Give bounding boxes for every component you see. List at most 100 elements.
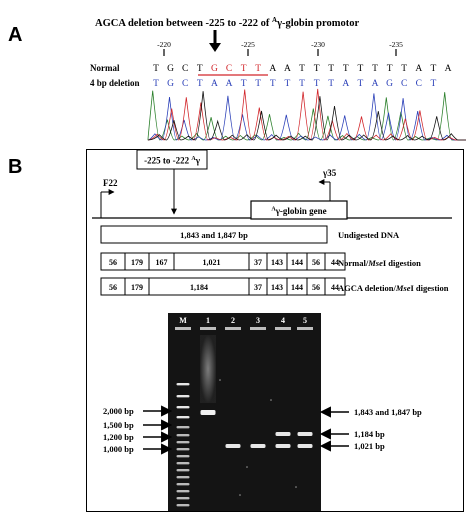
gel-band (176, 395, 190, 398)
gel-speck (219, 379, 221, 381)
lane-label: M (179, 316, 187, 325)
panel-b-frame (86, 149, 464, 512)
base-deletion: T (328, 79, 334, 89)
base-normal: C (182, 64, 188, 74)
gel-band (176, 434, 190, 437)
position-ticks: -220 -225 -230 -235 (157, 40, 403, 56)
base-deletion: A (211, 79, 218, 89)
gel-speck (246, 466, 248, 468)
panel-label-a: A (8, 24, 23, 46)
trace-line (147, 88, 466, 141)
gene-map: F22 γ35 Aγ-globin gene (92, 168, 452, 220)
left-marker-label: 1,000 bp (103, 444, 134, 454)
lane-label: 5 (303, 316, 307, 325)
base-normal: T (343, 64, 349, 74)
base-normal: A (269, 64, 276, 74)
base-normal: T (430, 64, 436, 74)
right-marker-label: 1,843 and 1,847 bp (354, 407, 422, 417)
gene-label: Aγ-globin gene (271, 206, 326, 216)
base-deletion: C (401, 79, 407, 89)
svg-text:-225 to -222 Aγ: -225 to -222 Aγ (144, 156, 201, 166)
gel-band (275, 432, 291, 436)
fragment-size: 144 (291, 258, 303, 267)
gel-background (168, 313, 321, 511)
right-marker-label: 1,021 bp (354, 441, 385, 451)
right-marker-label: 1,184 bp (354, 429, 385, 439)
gel-well (297, 327, 313, 330)
left-marker-label: 2,000 bp (103, 406, 134, 416)
gel-speck (270, 399, 272, 401)
undigested-size: 1,843 and 1,847 bp (180, 230, 248, 240)
left-size-markers: 2,000 bp 1,500 bp 1,200 bp 1,000 bp (103, 405, 173, 455)
fragment-size: 1,184 (190, 283, 208, 292)
base-deletion: T (299, 79, 305, 89)
mutation-site-box: -225 to -222 Aγ (136, 149, 208, 215)
base-normal: G (167, 64, 174, 74)
base-normal: T (314, 64, 320, 74)
gel-band (176, 406, 190, 409)
gel-band (176, 497, 190, 500)
base-normal: A (445, 64, 452, 74)
panel-a-title: AGCA deletion between -225 to -222 of Aγ… (95, 16, 359, 29)
primer-f22: F22 (103, 178, 118, 188)
base-deletion: T (284, 79, 290, 89)
fragment-size: 179 (131, 258, 143, 267)
primer-gamma35: γ35 (322, 168, 337, 178)
gel-band (176, 462, 190, 465)
gel-band (176, 455, 190, 458)
gel-well (175, 327, 191, 330)
fragment-size: 56 (109, 258, 117, 267)
fragment-size: 1,021 (203, 258, 221, 267)
trace-line (147, 90, 466, 141)
fragment-size: 56 (109, 283, 117, 292)
fragment-size: 167 (156, 258, 168, 267)
gel-band (176, 426, 190, 429)
fragment-size: 143 (271, 283, 283, 292)
gel-band (297, 444, 313, 448)
position-label: -235 (389, 40, 403, 49)
base-deletion: G (386, 79, 393, 89)
gel-band (176, 416, 190, 419)
fragment-size: 37 (254, 258, 262, 267)
fragment-box (324, 277, 346, 296)
position-label: -225 (241, 40, 255, 49)
position-label: -220 (157, 40, 171, 49)
base-normal: T (357, 64, 363, 74)
fragment-size: 44 (331, 283, 339, 292)
base-deletion: T (241, 79, 247, 89)
base-normal: T (153, 64, 159, 74)
panel-label-b: B (8, 156, 23, 178)
base-deletion: C (416, 79, 422, 89)
fragment-size: 44 (331, 258, 339, 267)
base-deletion: G (167, 79, 174, 89)
base-normal: T (255, 64, 261, 74)
gel-bands (175, 327, 313, 507)
row-label-deletion: 4 bp deletion (90, 78, 140, 88)
gel-band (176, 469, 190, 472)
base-deletion: T (153, 79, 159, 89)
gel-band (176, 504, 190, 507)
left-marker-label: 1,500 bp (103, 420, 134, 430)
gel-band (176, 441, 190, 444)
base-normal: T (401, 64, 407, 74)
gel-speck (295, 486, 297, 488)
gene-box (250, 200, 348, 220)
base-deletion: T (314, 79, 320, 89)
base-normal: G (211, 64, 218, 74)
gel-band (176, 483, 190, 486)
gel-well (225, 327, 241, 330)
base-deletion: A (342, 79, 349, 89)
base-deletion: A (226, 79, 233, 89)
gel-well (275, 327, 291, 330)
base-normal: T (241, 64, 247, 74)
left-marker-label: 1,200 bp (103, 432, 134, 442)
gel-band (225, 444, 241, 448)
fragment-size: 37 (254, 283, 262, 292)
chromatogram-trace (147, 88, 466, 141)
lane-label: 1 (206, 316, 210, 325)
gel-band (297, 432, 313, 436)
